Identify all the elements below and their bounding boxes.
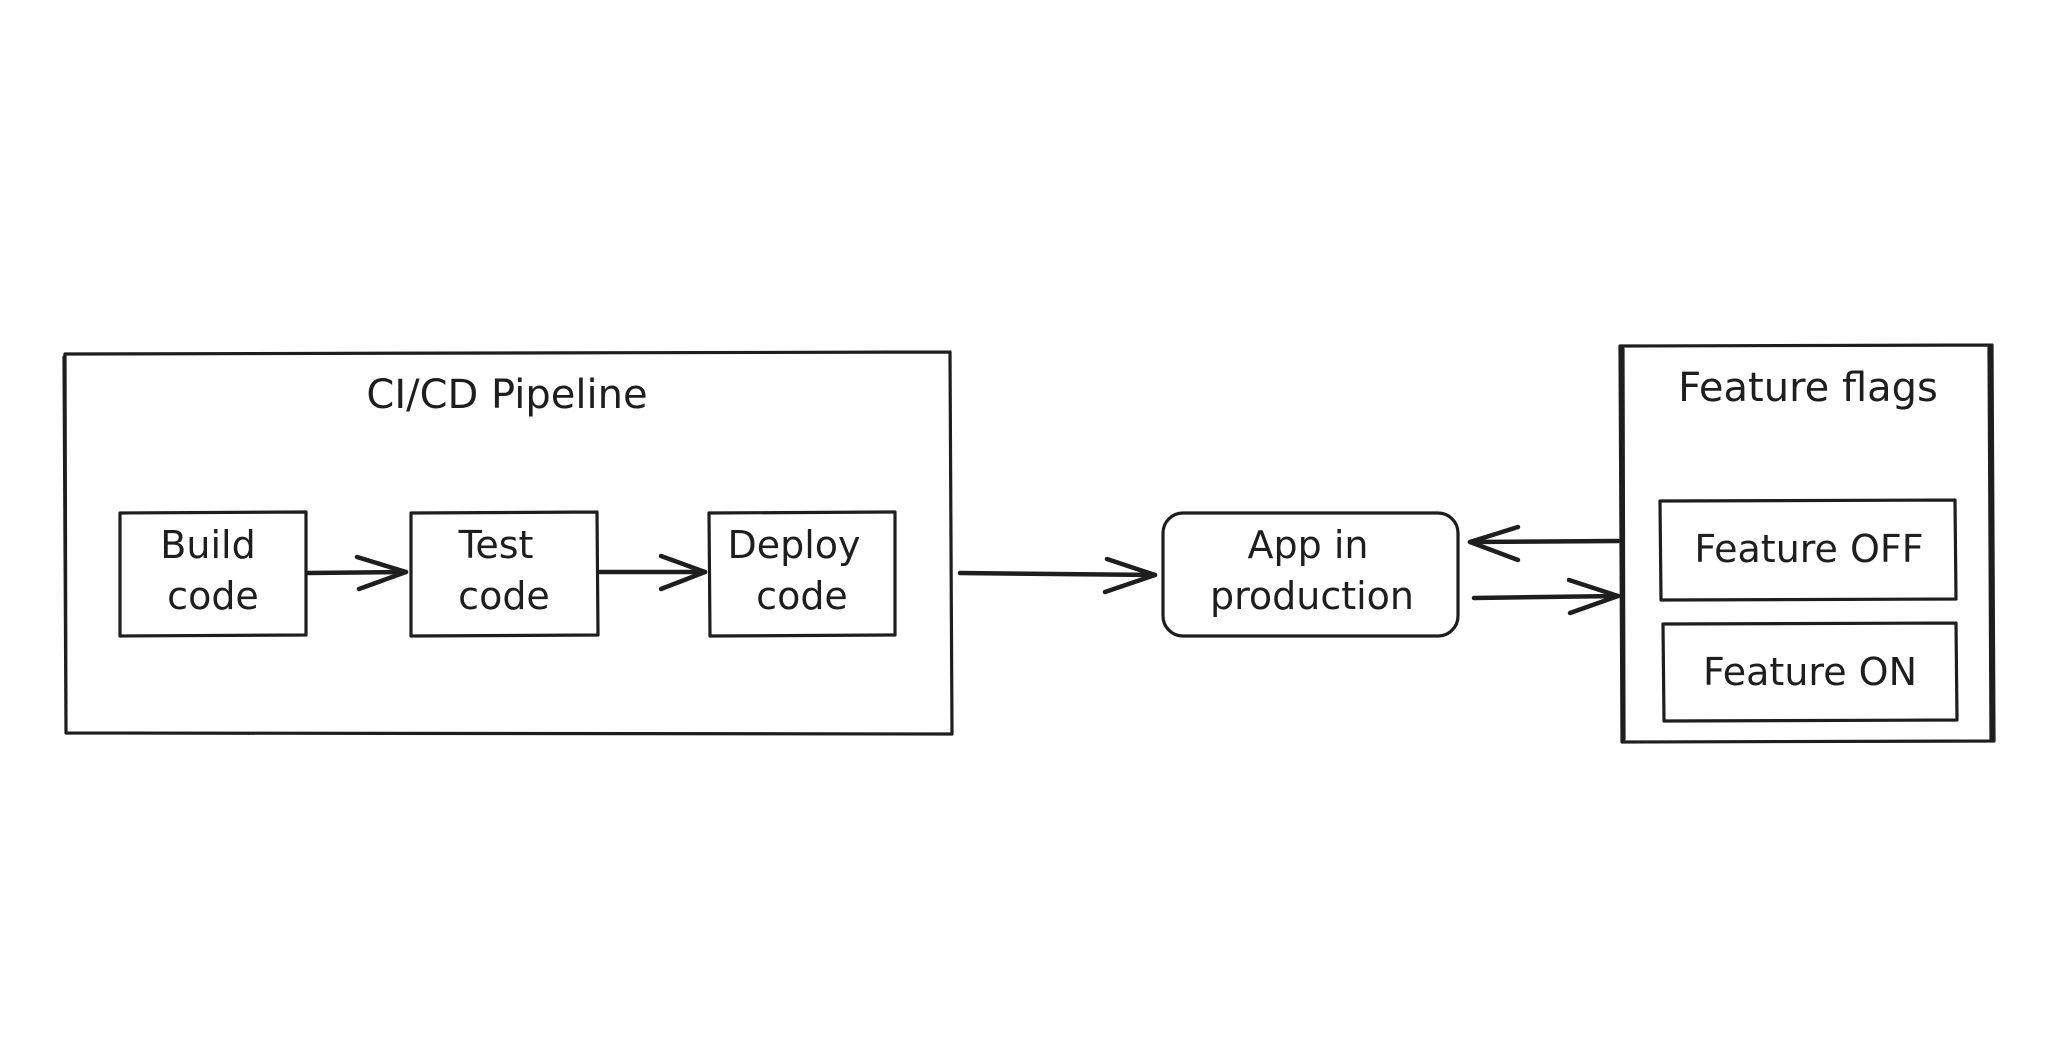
arrow-build-to-test [305, 554, 409, 592]
pipeline-title: CI/CD Pipeline [366, 372, 647, 418]
step-test-code[interactable]: Test code [409, 510, 600, 638]
arrow-pipeline-to-app [957, 556, 1158, 595]
arrow-test-to-deploy [597, 553, 708, 592]
app-box [1161, 511, 1460, 638]
feature-flags-title: Feature flags [1678, 365, 1938, 411]
feature-on[interactable]: Feature ON [1661, 621, 1959, 723]
step-build-label-line2: code [167, 574, 259, 618]
app-in-production[interactable]: App in production [1161, 511, 1460, 638]
arrow-flags-to-app [1467, 524, 1621, 563]
step-test-label-line1: Test [458, 523, 534, 567]
feature-off[interactable]: Feature OFF [1658, 498, 1958, 602]
arrow-app-to-flags [1471, 577, 1621, 616]
feature-flags-container [1618, 343, 1996, 744]
pipeline-container [62, 350, 954, 736]
step-deploy-label-line1: Deploy [727, 523, 860, 567]
step-test-label-line2: code [458, 574, 550, 618]
step-build-label-line1: Build [160, 523, 255, 567]
step-deploy-box [707, 510, 897, 638]
feature-off-label: Feature OFF [1694, 527, 1923, 571]
step-deploy-code[interactable]: Deploy code [707, 510, 897, 638]
feature-flags-group[interactable]: Feature flags [1618, 343, 1996, 744]
step-deploy-label-line2: code [756, 574, 848, 618]
feature-off-box [1658, 498, 1958, 602]
step-test-box [409, 510, 600, 638]
step-build-code[interactable]: Build code [118, 510, 308, 638]
feature-on-label: Feature ON [1703, 650, 1917, 694]
pipeline-group[interactable]: CI/CD Pipeline [62, 350, 954, 736]
app-label-line1: App in [1248, 523, 1369, 567]
feature-on-box [1661, 621, 1959, 723]
app-label-line2: production [1210, 574, 1414, 618]
